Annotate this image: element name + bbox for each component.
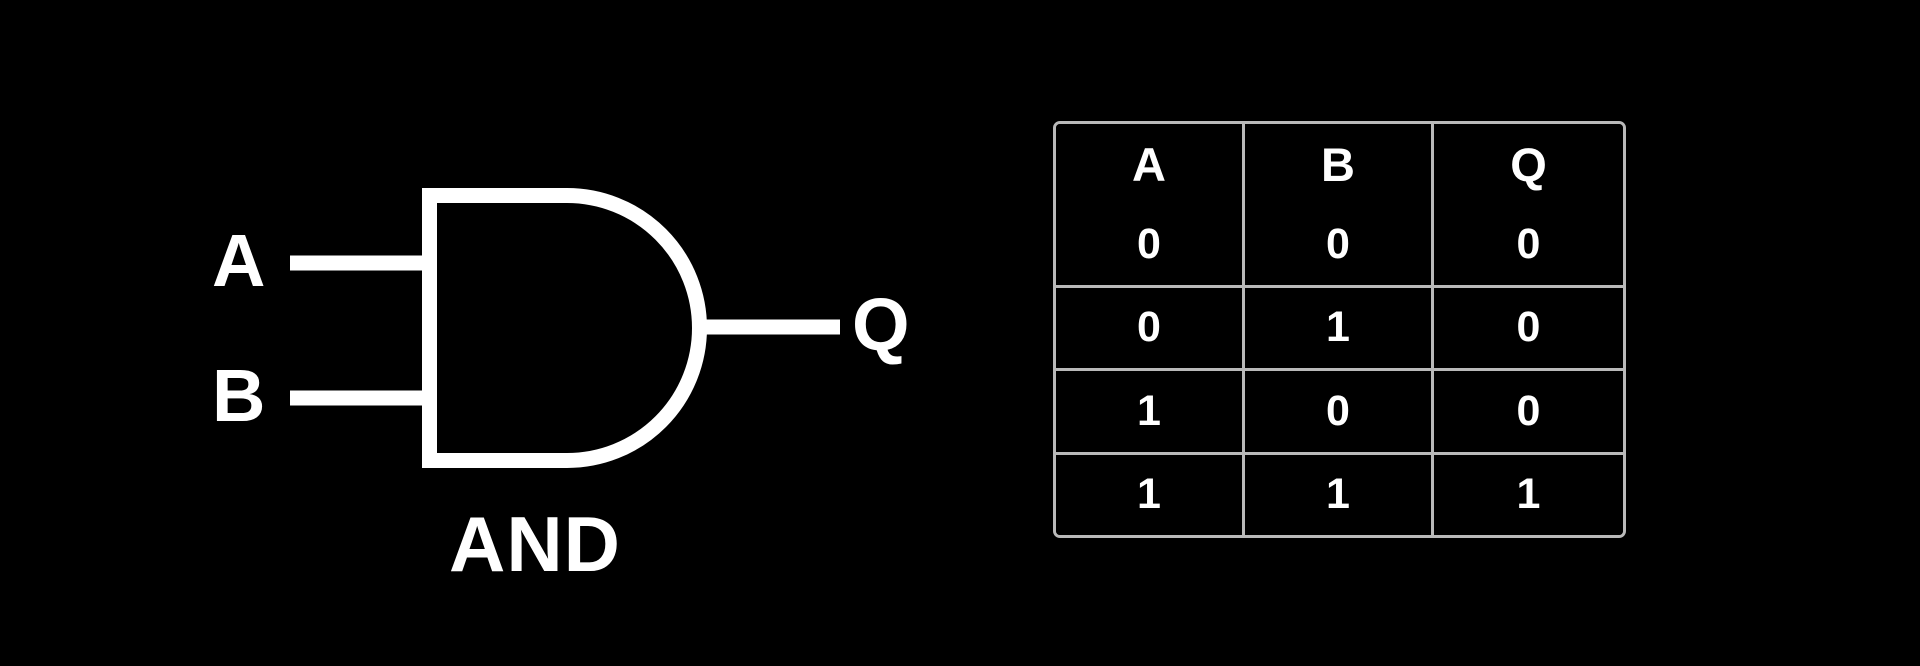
table-row: 1 0 0 bbox=[1056, 371, 1623, 455]
table-row: 0 1 0 bbox=[1056, 287, 1623, 371]
cell-a: 1 bbox=[1056, 371, 1245, 455]
cell-a: 0 bbox=[1056, 204, 1245, 288]
gate-diagram-panel: A B Q AND bbox=[212, 188, 910, 588]
cell-a: 0 bbox=[1056, 287, 1245, 371]
column-header-a: A bbox=[1056, 124, 1245, 204]
truth-table: A B Q 0 0 0 0 1 0 1 0 bbox=[1053, 121, 1626, 538]
cell-b: 0 bbox=[1245, 371, 1434, 455]
and-gate-body-icon bbox=[422, 188, 707, 468]
table-header-row: A B Q bbox=[1056, 124, 1623, 204]
cell-b: 0 bbox=[1245, 204, 1434, 288]
table-row: 0 0 0 bbox=[1056, 204, 1623, 288]
cell-q: 0 bbox=[1434, 371, 1623, 455]
table-row: 1 1 1 bbox=[1056, 454, 1623, 535]
and-gate-symbol-icon bbox=[290, 188, 840, 468]
truth-table-container: A B Q 0 0 0 0 1 0 1 0 bbox=[1053, 121, 1626, 538]
cell-q: 0 bbox=[1434, 287, 1623, 371]
cell-a: 1 bbox=[1056, 454, 1245, 535]
truth-table-body: 0 0 0 0 1 0 1 0 0 1 1 1 bbox=[1056, 204, 1623, 535]
column-header-q: Q bbox=[1434, 124, 1623, 204]
column-header-b: B bbox=[1245, 124, 1434, 204]
cell-q: 1 bbox=[1434, 454, 1623, 535]
truth-table-head: A B Q bbox=[1056, 124, 1623, 204]
input-label-b: B bbox=[212, 354, 266, 437]
input-label-a: A bbox=[212, 219, 266, 302]
output-label-q: Q bbox=[852, 283, 910, 366]
cell-q: 0 bbox=[1434, 204, 1623, 288]
gate-name-label: AND bbox=[449, 500, 621, 588]
cell-b: 1 bbox=[1245, 454, 1434, 535]
cell-b: 1 bbox=[1245, 287, 1434, 371]
